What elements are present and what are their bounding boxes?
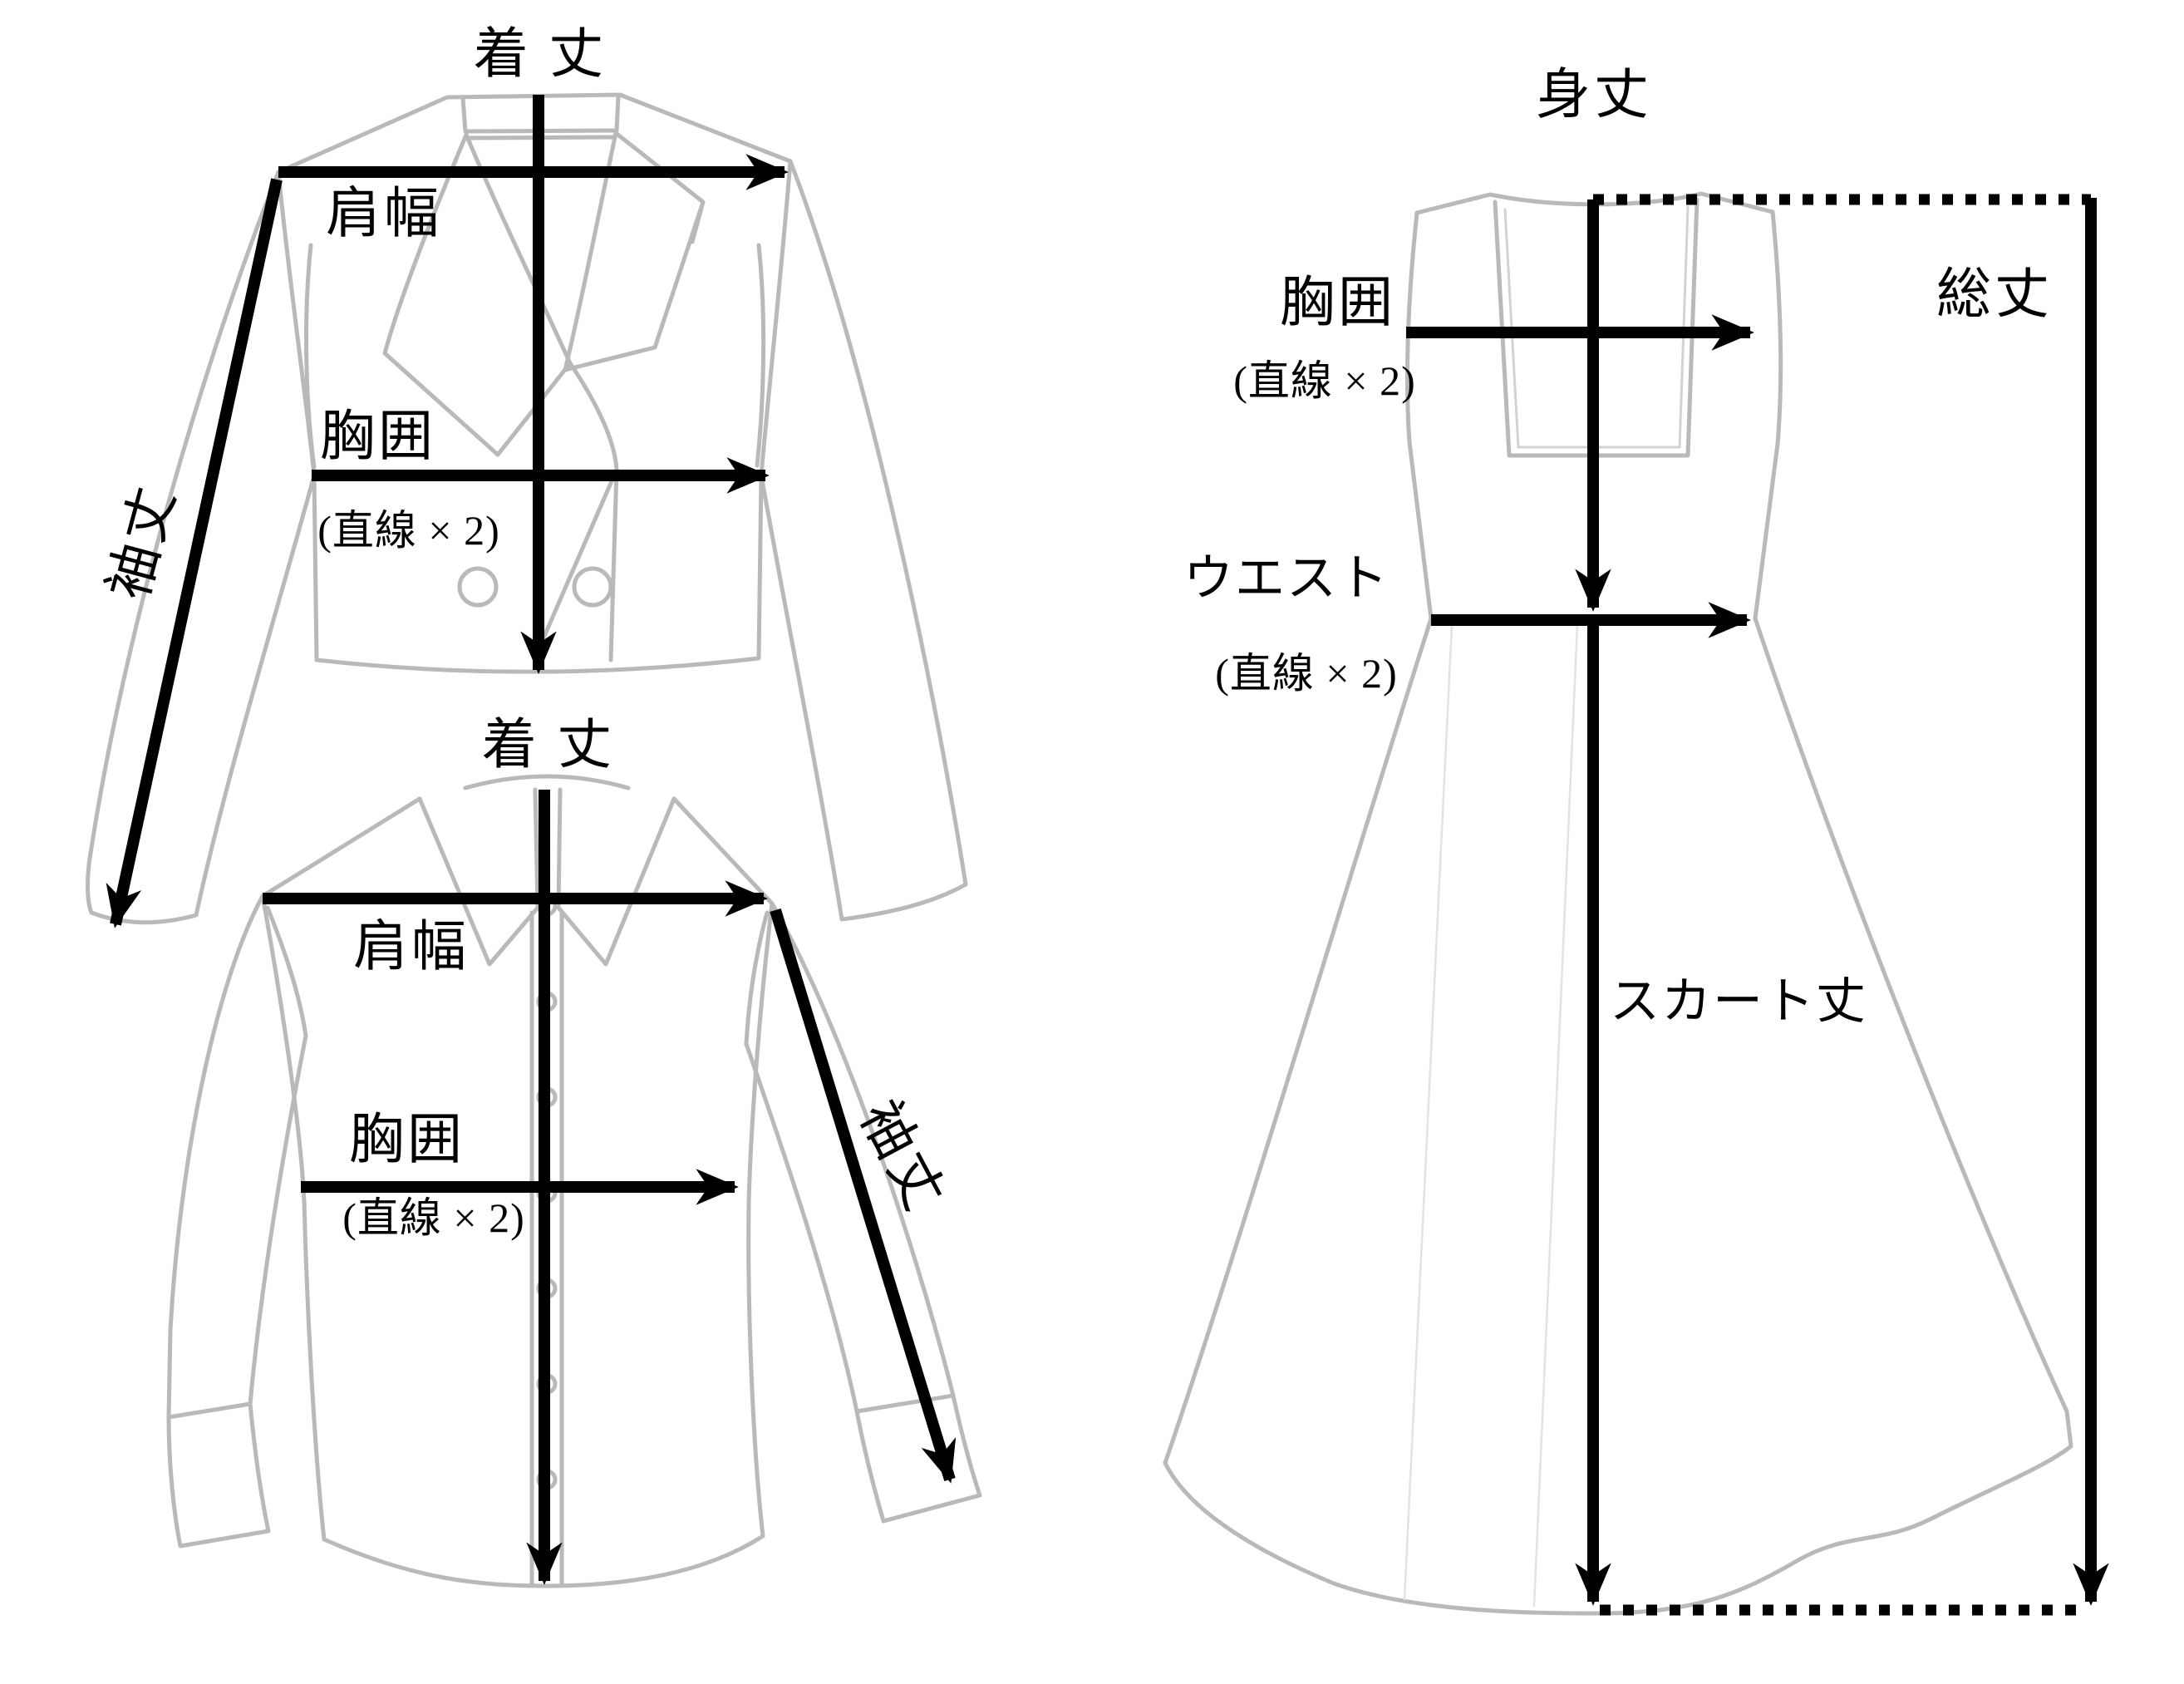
shirt-chest-label: 胸囲 <box>349 1110 465 1170</box>
dress-bodice-left <box>1404 210 1434 621</box>
jacket-sleeve-left <box>86 170 317 925</box>
dress-waist-label: ウエスト <box>1183 551 1390 606</box>
dress-skirt-right <box>1753 616 2073 1449</box>
shirt-chest-note: (直線 × 2) <box>342 1194 525 1241</box>
jacket-chest-label: 胸囲 <box>320 406 436 467</box>
measurement-arrows <box>106 95 2109 1616</box>
dress-total-length-label: 総丈 <box>1936 264 2053 325</box>
jacket-chest-note: (直線 × 2) <box>317 507 500 554</box>
jacket-body-left <box>276 170 319 662</box>
shirt-body-right <box>746 901 775 1539</box>
jacket-sleeve-arrow <box>106 178 283 928</box>
shirt-sleeve-right <box>744 901 982 1524</box>
shirt-shoulder-label: 肩幅 <box>353 917 470 977</box>
shirt-armhole-seams <box>265 905 770 1046</box>
jacket-length-label: 着 丈 <box>473 24 607 85</box>
dress-seam-lines <box>1403 623 1579 1608</box>
shirt-back-neck <box>463 774 631 790</box>
dress-chest-note: (直線 × 2) <box>1233 357 1416 404</box>
shirt-shoulder-right <box>671 796 775 906</box>
shirt-sleeve-left <box>166 894 308 1549</box>
jacket-sketch <box>86 92 968 925</box>
shirt-collar-left <box>417 787 540 967</box>
jacket-button-left <box>457 566 499 608</box>
dress-waist-note: (直線 × 2) <box>1215 650 1398 697</box>
jacket-lapel-roll-left <box>464 132 573 366</box>
jacket-collar <box>460 93 621 140</box>
dress-sketch <box>1163 191 2073 1616</box>
jacket-shoulder-label: 肩幅 <box>326 184 442 244</box>
dress-hem <box>1163 1444 2073 1616</box>
jacket-lapel-roll-right <box>563 130 618 372</box>
dress-bodice-right <box>1753 209 1783 621</box>
dress-chest-label: 胸囲 <box>1280 273 1396 333</box>
jacket-sleeve-right <box>759 159 968 922</box>
shirt-placket <box>529 910 564 1587</box>
shirt-shoulder-left <box>260 796 422 899</box>
jacket-button-right <box>572 566 613 608</box>
shirt-sleeve-arrow <box>770 908 957 1484</box>
jacket-front-overlap <box>532 361 619 662</box>
dress-skirt-length-label: スカート丈 <box>1610 974 1867 1029</box>
dress-body-length-label: 身丈 <box>1536 65 1652 126</box>
shirt-collar-right <box>556 787 676 967</box>
shirt-hem <box>322 1534 765 1588</box>
shirt-length-label: 着 丈 <box>481 715 616 776</box>
jacket-body-right <box>756 159 793 661</box>
dress-skirt-left <box>1163 616 1434 1465</box>
shirt-body-left <box>260 894 327 1542</box>
